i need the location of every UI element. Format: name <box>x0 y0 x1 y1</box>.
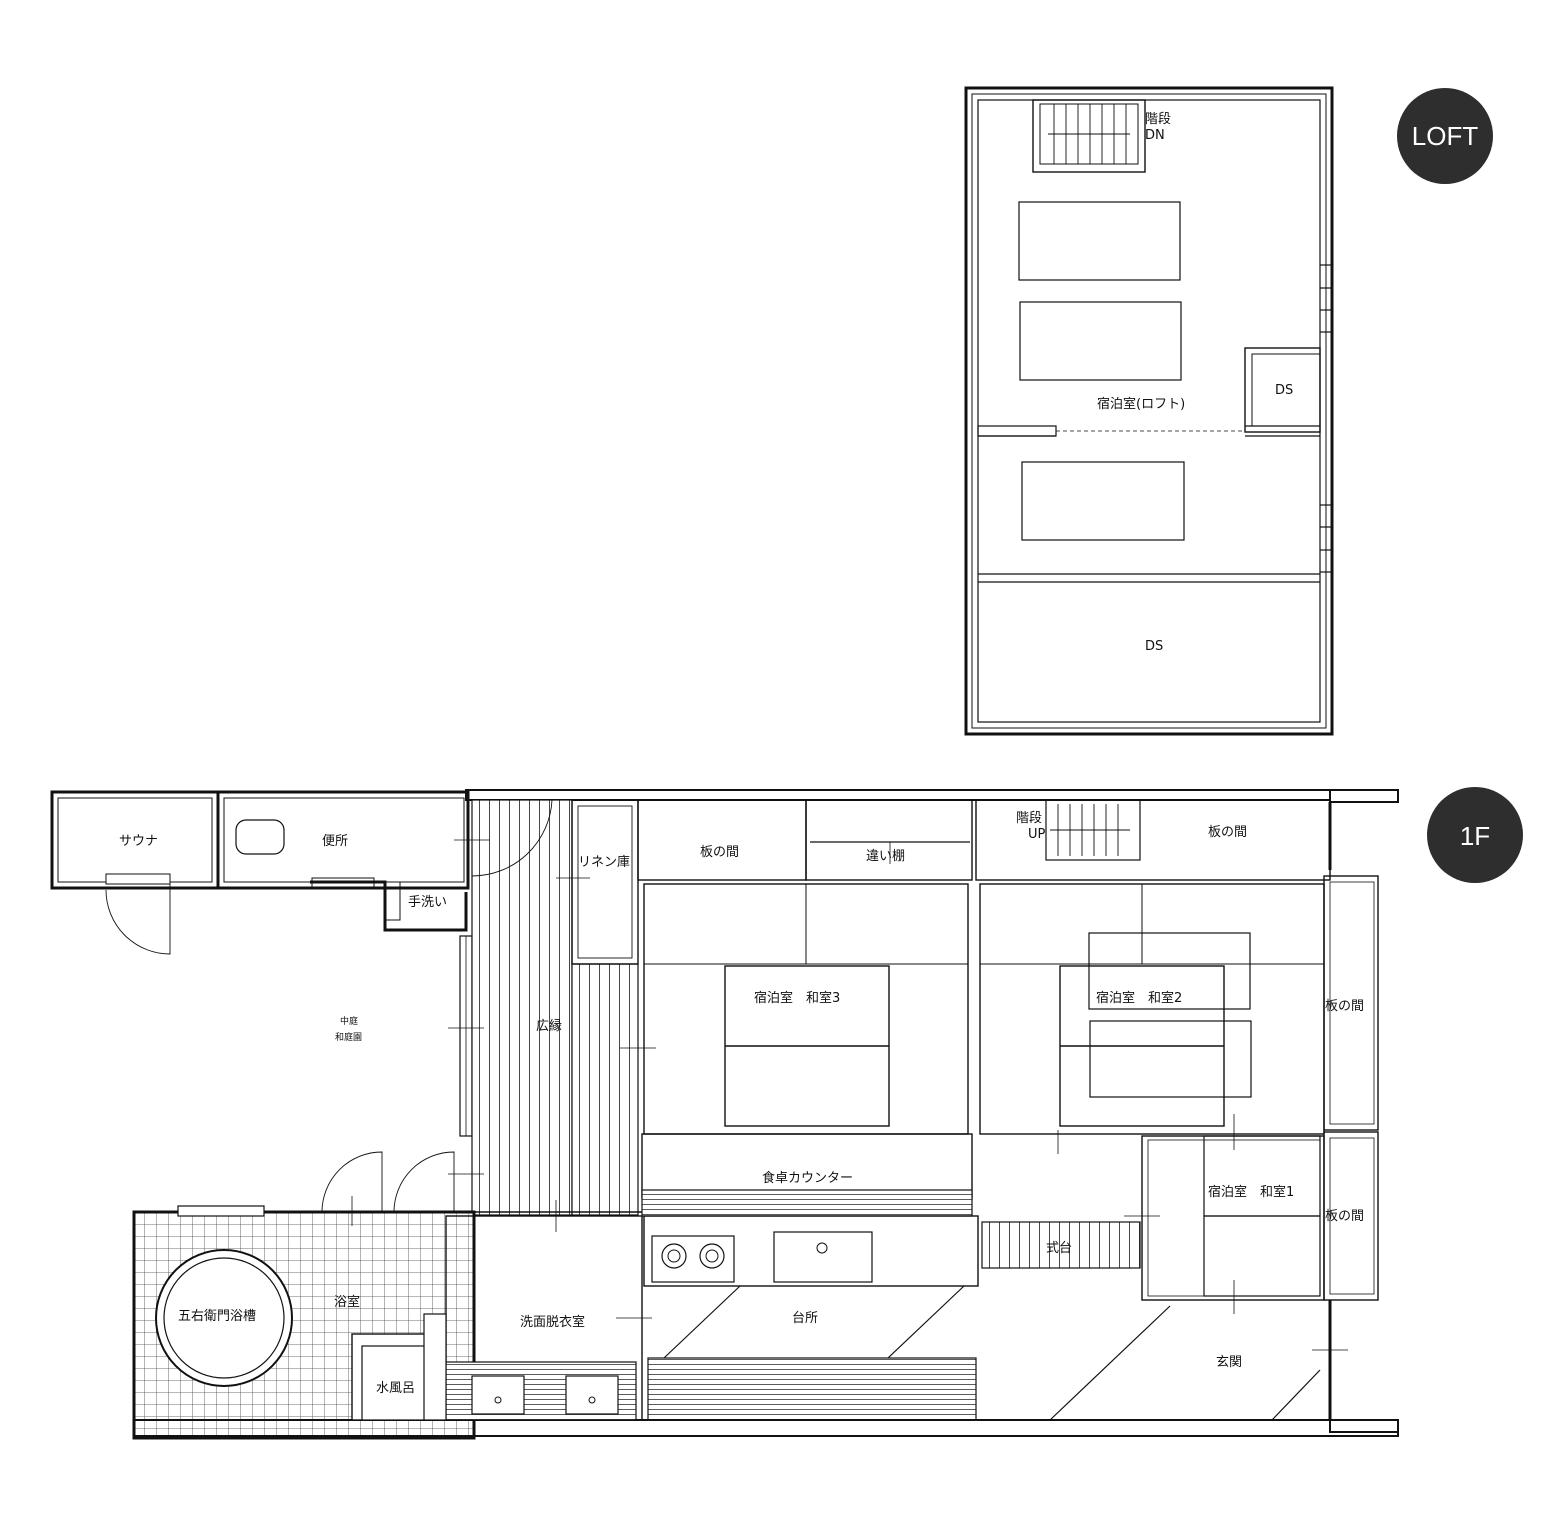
linen-label: リネン庫 <box>578 855 630 870</box>
first-floor-plan <box>50 789 1399 1440</box>
entrance-label: 玄関 <box>1216 1355 1242 1370</box>
handwash-label: 手洗い <box>408 895 447 910</box>
engawa-label: 広縁 <box>536 1018 562 1034</box>
counter-label: 食卓カウンター <box>762 1170 853 1186</box>
loft-stairs-label: 階段 <box>1145 112 1171 127</box>
toilet-label: 便所 <box>322 834 348 849</box>
cold-bath-label: 水風呂 <box>376 1381 415 1396</box>
first-floor-badge-text: 1F <box>1460 821 1490 851</box>
stairs-label: 階段 <box>1016 811 1042 826</box>
first-floor-badge: 1F <box>1427 787 1523 883</box>
courtyard-label-line1: 中庭 <box>340 1015 358 1027</box>
bathroom-label: 浴室 <box>334 1294 360 1310</box>
shikidai-label: 式台 <box>1046 1241 1072 1256</box>
first-floor-badge-circle <box>1427 787 1523 883</box>
sauna-label: サウナ <box>119 834 158 849</box>
itanoma-label-4: 板の間 <box>1325 1209 1364 1224</box>
itanoma-label-2: 板の間 <box>1208 825 1247 840</box>
washroom-label: 洗面脱衣室 <box>520 1314 585 1330</box>
loft-stairs-direction: DN <box>1145 128 1165 143</box>
itanoma-label-1: 板の間 <box>700 845 739 860</box>
courtyard-label-line2: 和庭園 <box>335 1031 362 1043</box>
loft-badge-circle <box>1397 88 1493 184</box>
stairs-direction: UP <box>1028 827 1046 842</box>
kitchen-label: 台所 <box>792 1311 818 1326</box>
loft-plan <box>964 86 1334 736</box>
chigaidana-label: 違い棚 <box>866 849 905 864</box>
goemon-bath-label: 五右衛門浴槽 <box>178 1309 256 1324</box>
loft-ds-small-label: DS <box>1275 383 1293 398</box>
loft-ds-large-label: DS <box>1145 639 1163 654</box>
loft-badge: LOFT <box>1397 88 1493 184</box>
loft-room-label: 宿泊室(ロフト) <box>1097 396 1185 412</box>
room2-label: 宿泊室 和室2 <box>1096 990 1182 1006</box>
room3-label: 宿泊室 和室3 <box>754 990 840 1006</box>
itanoma-label-3: 板の間 <box>1325 999 1364 1014</box>
room1-label: 宿泊室 和室1 <box>1208 1184 1294 1200</box>
loft-badge-text: LOFT <box>1412 121 1479 151</box>
